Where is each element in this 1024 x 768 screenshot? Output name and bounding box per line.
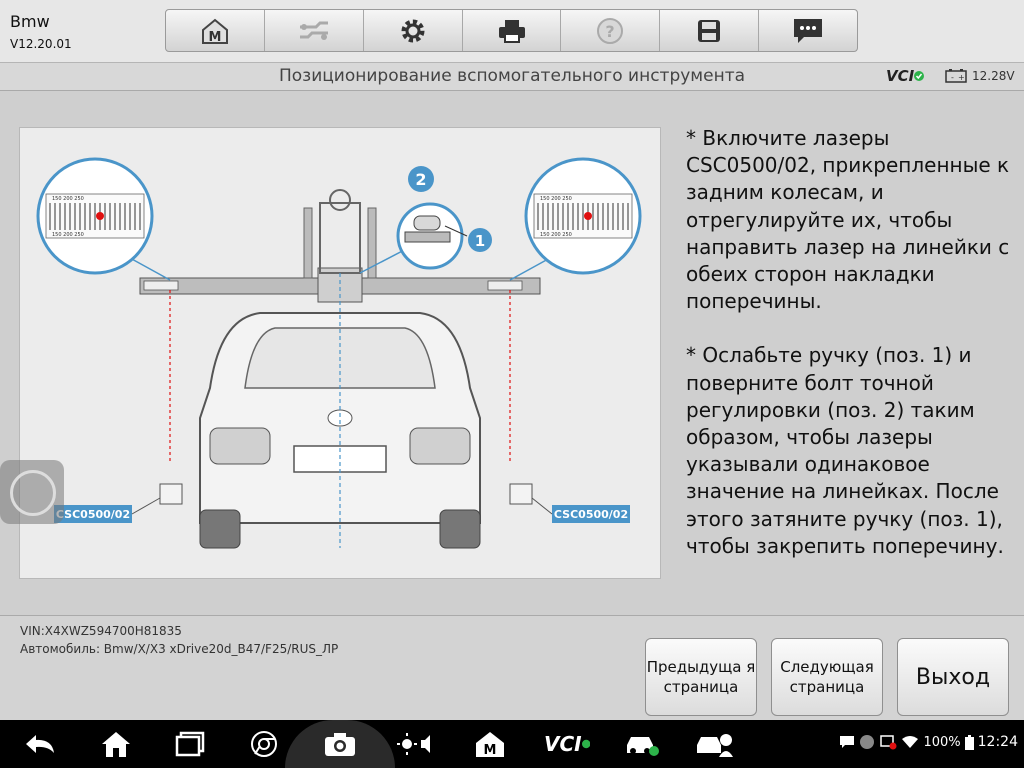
- callout-2-badge: [408, 166, 434, 192]
- left-ruler-top-scale: 150 200 250: [52, 196, 84, 202]
- chrome-button[interactable]: [248, 728, 280, 760]
- car-technician-icon: [697, 734, 733, 757]
- instructions-text: * Включите лазеры CSC0500/02, прикреплен…: [686, 125, 1016, 587]
- right-ruler-bottom-scale: 150 200 250: [540, 232, 572, 238]
- message-icon: [794, 18, 823, 43]
- instruction-step-1: * Включите лазеры CSC0500/02, прикреплен…: [686, 126, 1010, 314]
- vci-check-icon: [581, 739, 590, 749]
- brightness-volume-icon: [397, 733, 430, 755]
- remote-support-button[interactable]: [694, 728, 736, 760]
- check-icon: [914, 71, 925, 81]
- top-bar: Bmw V12.20.01 M ?: [0, 0, 1024, 63]
- vci-manager-button[interactable]: VCI: [544, 728, 590, 760]
- print-button[interactable]: [463, 10, 562, 51]
- clock: 12:24: [977, 734, 1018, 750]
- battery-percent: 100%: [923, 734, 961, 750]
- vehicle-ok-button[interactable]: [622, 728, 662, 760]
- instruction-step-2: * Ослабьте ручку (поз. 1) и поверните бо…: [686, 343, 1004, 558]
- svg-text:-: -: [951, 73, 954, 82]
- app-title: Bmw: [10, 12, 50, 31]
- right-laser-device: [509, 483, 533, 505]
- save-button[interactable]: [660, 10, 760, 51]
- vehicle-swap-icon: [299, 21, 328, 40]
- printer-icon: [498, 19, 525, 43]
- battery-icon: -+: [945, 69, 967, 83]
- message-button[interactable]: [759, 10, 857, 51]
- home-button[interactable]: M: [166, 10, 265, 51]
- system-status-area: 100% 12:24: [839, 734, 1018, 750]
- svg-text:M: M: [208, 30, 221, 44]
- vci-label: VCI: [886, 67, 915, 85]
- callout-1-badge: [468, 228, 492, 252]
- brightness-volume-button[interactable]: [396, 728, 436, 760]
- previous-page-button[interactable]: Предыдуща я страница: [645, 638, 757, 716]
- app-version: V12.20.01: [10, 37, 72, 51]
- help-icon: ?: [597, 17, 624, 44]
- left-laser-dot: [96, 212, 104, 220]
- back-arrow-icon: [26, 735, 54, 753]
- left-device-tag: [54, 505, 132, 523]
- info-bar: VIN:X4XWZ594700H81835 Автомобиль: Bmw/X/…: [0, 615, 1024, 720]
- voltage-readout: 12.28V: [972, 69, 1015, 83]
- sub-header: Позиционирование вспомогательного инстру…: [0, 63, 1024, 91]
- circle-icon: [10, 470, 56, 516]
- battery-level-icon: [964, 734, 974, 750]
- svg-text:M: M: [484, 743, 497, 758]
- left-device-label: CSC0500/02: [56, 508, 130, 521]
- settings-gear-icon: [401, 19, 425, 42]
- back-button[interactable]: [22, 728, 58, 760]
- home-icon: M: [201, 18, 228, 44]
- floating-assistive-button[interactable]: [0, 460, 64, 524]
- positioning-diagram: 150 200 250 150 200 250 150 200 250 150 …: [19, 127, 661, 579]
- exit-button[interactable]: Выход: [897, 638, 1009, 716]
- right-device-tag: [552, 505, 630, 523]
- callout-1-label: 1: [475, 232, 485, 250]
- save-icon: [698, 19, 721, 42]
- right-laser-dot: [584, 212, 592, 220]
- vci-nav-label: VCI: [544, 732, 582, 756]
- right-device-label: CSC0500/02: [554, 508, 628, 521]
- right-ruler-top-scale: 150 200 250: [540, 196, 572, 202]
- recent-apps-button[interactable]: [172, 728, 208, 760]
- diagram-svg: 150 200 250 150 200 250 150 200 250 150 …: [36, 157, 642, 549]
- page-title: Позиционирование вспомогательного инстру…: [278, 66, 746, 86]
- camera-icon: [325, 733, 355, 756]
- next-page-button[interactable]: Следующая страница: [771, 638, 883, 716]
- home-nav-button[interactable]: [98, 728, 134, 760]
- maxisys-home-button[interactable]: M: [472, 728, 508, 760]
- left-laser-device: [159, 483, 183, 505]
- vin-text: VIN:X4XWZ594700H81835: [20, 624, 182, 638]
- bluetooth-icon: [860, 735, 875, 749]
- callout-2-label: 2: [415, 170, 426, 189]
- main-toolbar: M ?: [165, 9, 858, 52]
- notification-message-icon: [840, 736, 855, 748]
- wifi-icon: [902, 736, 919, 748]
- maxisys-home-icon: M: [476, 732, 504, 758]
- help-button[interactable]: ?: [561, 10, 661, 51]
- recent-apps-icon: [175, 731, 205, 757]
- vehicle-swap-button[interactable]: [265, 10, 364, 51]
- vehicle-text: Автомобиль: Bmw/X/X3 xDrive20d_B47/F25/R…: [20, 642, 339, 656]
- main-content: 150 200 250 150 200 250 150 200 250 150 …: [0, 91, 1024, 614]
- network-error-icon: [880, 735, 897, 750]
- car-check-icon: [627, 737, 659, 756]
- settings-button[interactable]: [364, 10, 463, 51]
- left-ruler-bottom-scale: 150 200 250: [52, 232, 84, 238]
- chrome-icon: [251, 731, 277, 757]
- android-nav-bar: M VCI 100% 12:24: [0, 720, 1024, 768]
- svg-text:?: ?: [606, 22, 615, 41]
- house-icon: [102, 732, 130, 757]
- camera-button[interactable]: [322, 728, 358, 760]
- svg-text:+: +: [958, 73, 965, 82]
- vci-status: VCI: [886, 67, 925, 85]
